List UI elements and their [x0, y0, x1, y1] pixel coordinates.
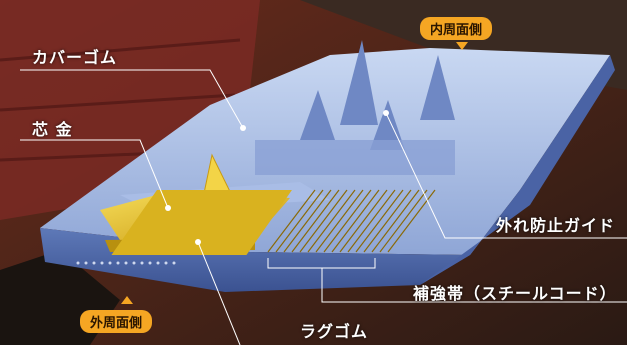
- guide-lug-4: [370, 100, 405, 150]
- leader-cover-rubber: [20, 69, 244, 129]
- arrow-down-icon: [456, 42, 468, 50]
- guide-base: [255, 140, 455, 175]
- steel-cord-lines: [267, 189, 436, 253]
- leader-lines: [20, 69, 627, 345]
- leader-lug-rubber: [197, 241, 241, 345]
- label-guide: 外れ防止ガイド: [496, 216, 616, 235]
- leader-core-metal: [20, 139, 169, 209]
- guide-lug-2: [300, 90, 335, 140]
- label-reinforcement: 補強帯（スチールコード）: [413, 284, 617, 303]
- cord-dots: [76, 261, 176, 265]
- badge-inner-side: 内周面側: [420, 17, 493, 40]
- label-core-metal: 芯 金: [32, 120, 73, 139]
- label-cover-rubber: カバーゴム: [32, 48, 118, 67]
- leader-dots: [165, 110, 389, 245]
- label-lug-rubber: ラグゴム: [300, 322, 369, 341]
- arrow-up-icon: [121, 296, 133, 304]
- guide-lug-3: [420, 55, 455, 120]
- leader-reinforcement: [321, 268, 627, 303]
- steel-cord-band: [111, 190, 292, 255]
- badge-outer-side: 外周面側: [80, 310, 153, 333]
- leader-guide: [385, 112, 627, 239]
- guide-lug-1: [340, 40, 378, 125]
- track-end-face: [420, 55, 615, 285]
